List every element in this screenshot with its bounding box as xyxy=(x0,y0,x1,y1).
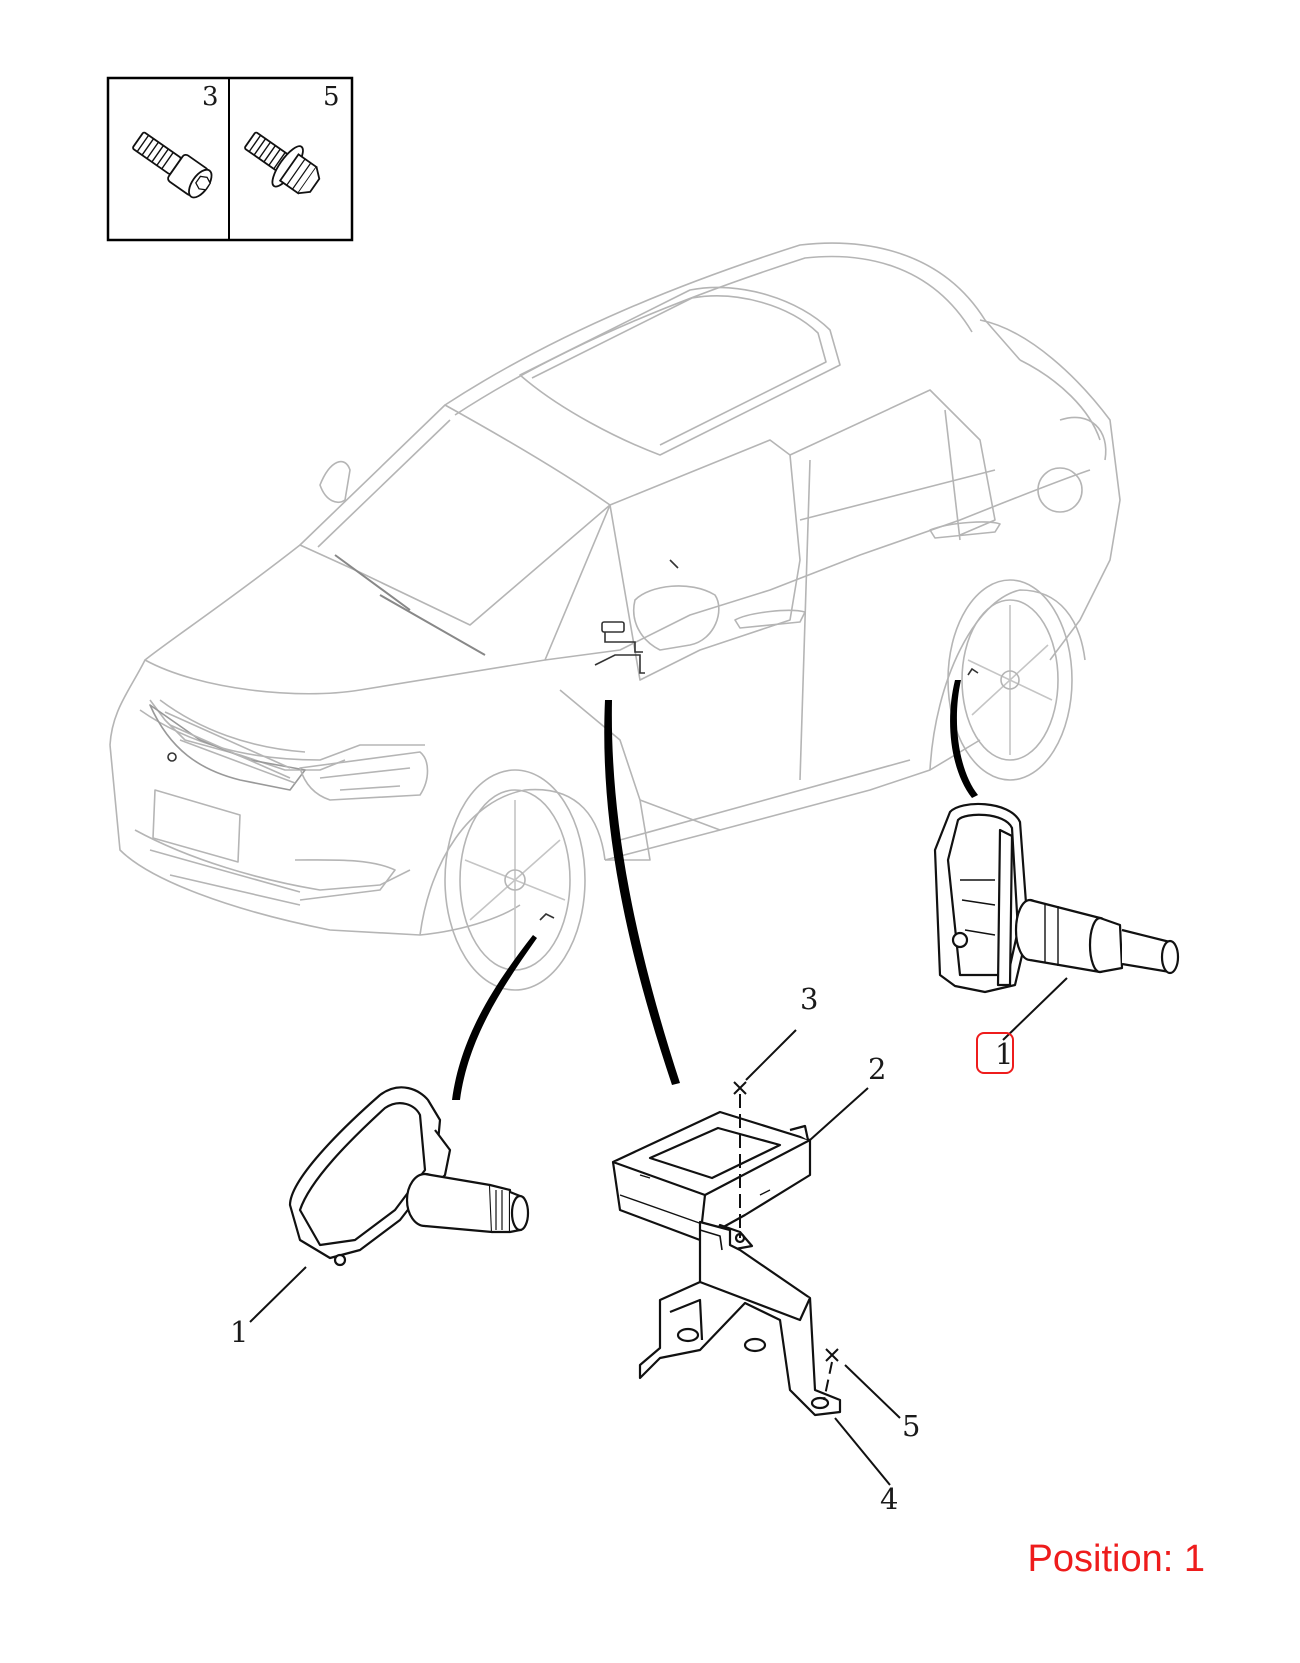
tpms-sensor-left[interactable] xyxy=(288,1086,530,1267)
leader-curves xyxy=(452,680,978,1100)
fastener-legend xyxy=(106,76,354,242)
leader-line-left-sensor xyxy=(249,1266,307,1323)
callout-module[interactable]: 2 xyxy=(868,1052,887,1086)
tpms-control-module[interactable] xyxy=(611,1110,812,1252)
module-bolt-marker xyxy=(733,1029,797,1238)
legend-number-3: 3 xyxy=(202,82,219,112)
vehicle-mounted-parts xyxy=(167,559,979,921)
flange-bolt-icon xyxy=(244,131,321,195)
leader-line-bracket xyxy=(834,1417,891,1486)
leader-line-right-sensor xyxy=(1002,977,1068,1041)
cap-screw-icon xyxy=(132,131,213,199)
bracket-bolt-marker xyxy=(823,1348,901,1419)
vehicle-outline xyxy=(109,242,1121,991)
position-label: Position: 1 xyxy=(1027,1538,1205,1580)
callout-bracket[interactable]: 4 xyxy=(880,1482,899,1516)
legend-number-5: 5 xyxy=(323,82,340,112)
callout-right-sensor[interactable]: 1 xyxy=(995,1037,1014,1071)
module-bracket[interactable] xyxy=(638,1220,842,1417)
leader-line-module xyxy=(809,1087,869,1141)
tpms-sensor-right[interactable] xyxy=(933,802,1180,994)
callout-bracket-bolt[interactable]: 5 xyxy=(902,1409,921,1443)
callout-module-bolt[interactable]: 3 xyxy=(800,982,819,1016)
callout-left-sensor[interactable]: 1 xyxy=(230,1315,249,1349)
selected-part-highlight xyxy=(976,1032,1014,1074)
